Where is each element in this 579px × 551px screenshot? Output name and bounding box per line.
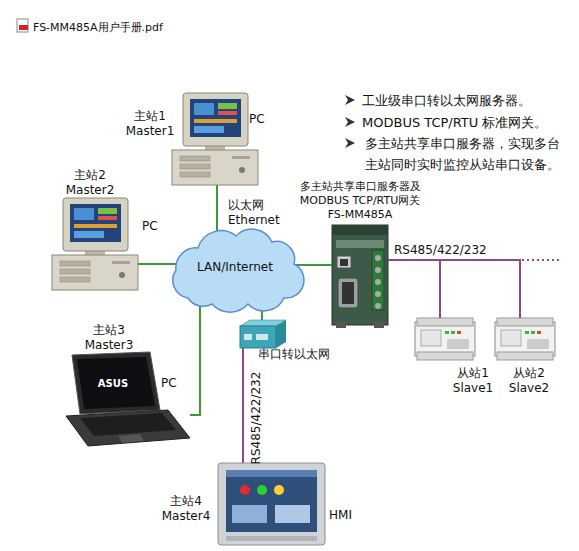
file-link: FS-MM485A用户手册.pdf bbox=[33, 20, 163, 35]
gateway-label-strip bbox=[336, 240, 384, 248]
plc-slave: 从站1 Slave1 bbox=[415, 318, 475, 360]
converter-front bbox=[240, 326, 276, 348]
hmi-bezel bbox=[226, 536, 317, 541]
bullet-arrow bbox=[345, 95, 355, 105]
network-cloud: LAN/Internet bbox=[168, 228, 302, 308]
hmi-title-bar bbox=[226, 470, 317, 477]
hmi-indicator bbox=[240, 485, 250, 495]
network-name: LAN/Internet bbox=[168, 260, 302, 275]
feature-bullet: MODBUS TCP/RTU 标准网关。 bbox=[362, 112, 547, 133]
laptop-master: 主站3 Master3PC bbox=[65, 353, 190, 445]
pdf-icon-band bbox=[19, 25, 28, 30]
serial-bus bbox=[388, 260, 520, 318]
terminal-screw bbox=[375, 279, 381, 285]
device-name: 串口转以太网 bbox=[258, 347, 330, 362]
hmi-panel bbox=[232, 505, 267, 523]
converter-side bbox=[276, 320, 286, 348]
station-name: 从站1 Slave1 bbox=[451, 366, 495, 396]
link-label: RS485/422/232 bbox=[249, 363, 265, 473]
bus-continuation bbox=[522, 259, 560, 261]
plc-slave: 从站2 Slave2 bbox=[495, 318, 555, 360]
ethernet-socket bbox=[340, 259, 348, 266]
device-type: PC bbox=[142, 219, 158, 234]
feature-bullet: 多主站共享串口服务器，实现多台主站同时实时监控从站串口设备。 bbox=[362, 133, 562, 175]
terminal-screw bbox=[375, 291, 381, 297]
ethernet-port bbox=[337, 256, 351, 268]
terminal-block bbox=[372, 250, 384, 310]
serial-link bbox=[242, 348, 244, 463]
station-name: 主站4 Master4 bbox=[160, 494, 212, 524]
gateway-device: 多主站共享串口服务器及 MODBUS TCP/RTU网关 FS-MM485A bbox=[332, 225, 388, 325]
converter-port bbox=[244, 334, 252, 340]
plc-illustration bbox=[415, 318, 475, 360]
link-label: RS485/422/232 bbox=[394, 243, 487, 258]
station-name: 主站1 Master1 bbox=[124, 109, 176, 139]
plc-illustration bbox=[495, 318, 555, 360]
ethernet-link bbox=[216, 185, 218, 236]
gateway-cap bbox=[332, 225, 388, 235]
hmi-screen bbox=[226, 470, 317, 532]
laptop-base bbox=[66, 410, 190, 446]
db9-connector bbox=[338, 278, 358, 308]
laptop-touchpad bbox=[118, 434, 144, 443]
feature-bullet: 工业级串口转以太网服务器。 bbox=[362, 90, 531, 111]
hmi-frame bbox=[218, 463, 325, 545]
ethernet-link bbox=[294, 264, 332, 266]
converter-port bbox=[256, 334, 268, 340]
brand-logo: ASUS bbox=[93, 376, 133, 391]
hmi-panel bbox=[275, 505, 310, 523]
ethernet-link bbox=[190, 300, 200, 415]
ethernet-link bbox=[138, 263, 176, 265]
hmi-indicator bbox=[274, 485, 284, 495]
laptop-keyboard bbox=[80, 413, 176, 436]
serial-converter: 串口转以太网 bbox=[240, 320, 286, 348]
pdf-icon bbox=[17, 19, 28, 32]
device-type: HMI bbox=[329, 508, 352, 523]
pc-master: 主站2 Master2PC bbox=[52, 198, 138, 290]
device-type: PC bbox=[249, 112, 265, 127]
pc-illustration bbox=[52, 198, 138, 290]
pc-illustration bbox=[172, 93, 258, 185]
mount-foot bbox=[336, 322, 346, 328]
terminal-screw bbox=[375, 303, 381, 309]
gateway-body bbox=[332, 225, 388, 325]
hmi-master: 主站4 Master4HMI bbox=[218, 463, 325, 545]
device-heading: 多主站共享串口服务器及 MODBUS TCP/RTU网关 FS-MM485A bbox=[293, 180, 427, 222]
laptop-screen bbox=[77, 357, 155, 409]
terminal-screw bbox=[375, 255, 381, 261]
terminal-screw bbox=[375, 267, 381, 273]
bullet-arrow bbox=[345, 117, 355, 127]
station-name: 主站2 Master2 bbox=[64, 168, 116, 198]
mount-foot bbox=[374, 322, 384, 328]
station-name: 从站2 Slave2 bbox=[507, 366, 551, 396]
serial-bus bbox=[388, 260, 440, 318]
db9-socket bbox=[342, 282, 354, 304]
link-label: 以太网 Ethernet bbox=[228, 198, 284, 228]
bullet-arrow bbox=[345, 138, 355, 148]
laptop-lid bbox=[72, 352, 160, 414]
pc-master: 主站1 Master1PC bbox=[172, 93, 258, 185]
station-name: 主站3 Master3 bbox=[83, 323, 135, 353]
device-type: PC bbox=[161, 376, 177, 391]
hmi-indicator bbox=[257, 485, 267, 495]
